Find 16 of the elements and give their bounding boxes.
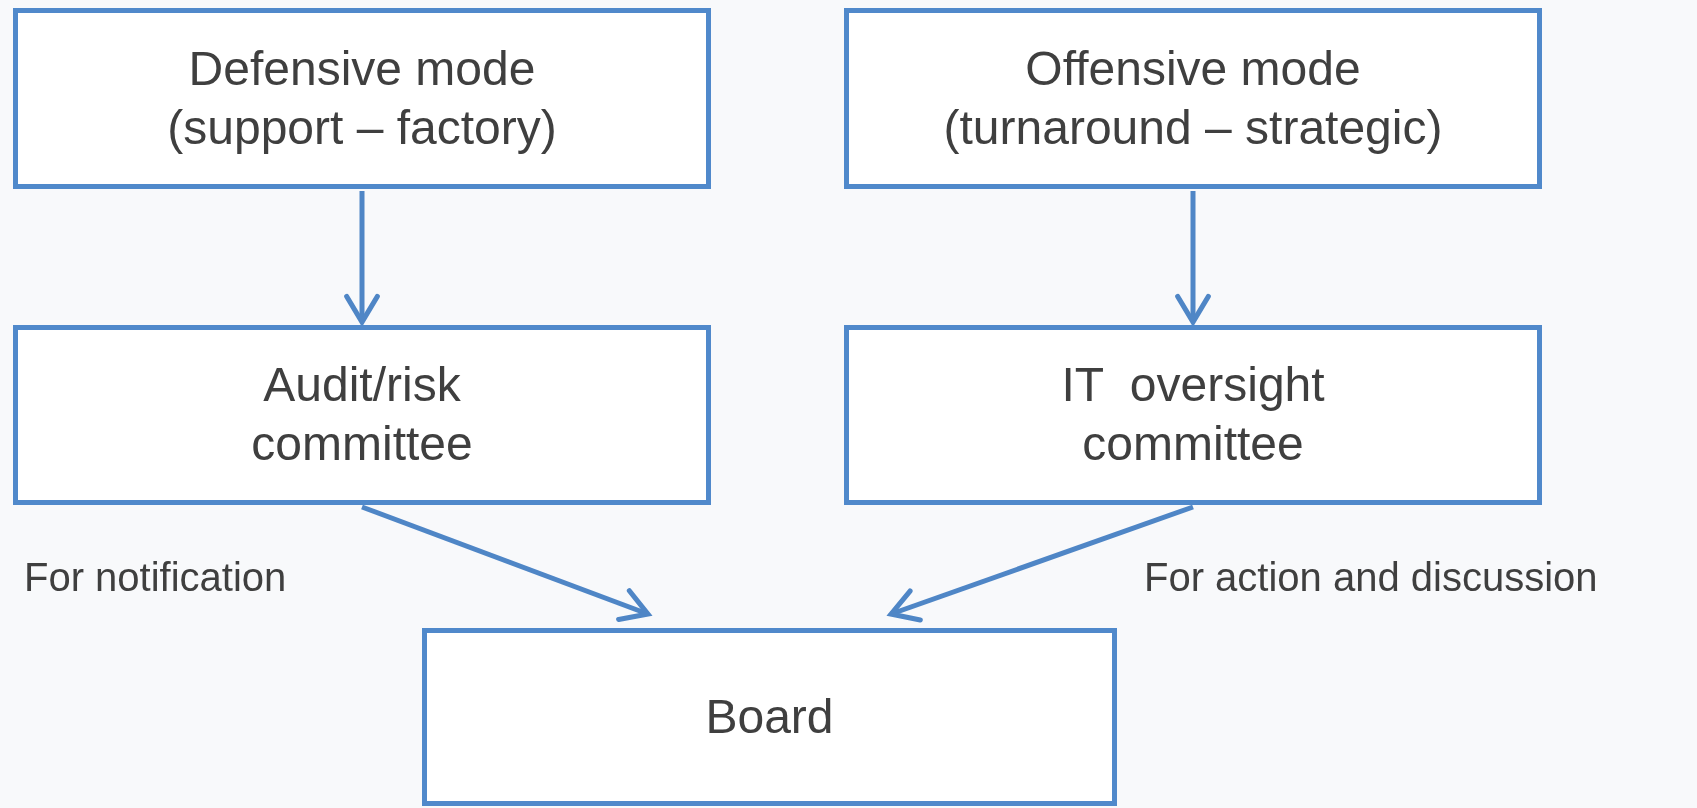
arrow [344,191,380,325]
process-box [844,325,1542,505]
process-box [13,8,711,189]
process-box [422,628,1117,806]
process-box [844,8,1542,189]
box-label: IT oversight committee [1060,357,1326,472]
box-label: Board [705,688,834,745]
edge-label: For notification [24,555,287,600]
arrow [1175,191,1211,325]
edge-label: For action and discussion [1144,555,1598,600]
box-label: Audit/risk committee [250,357,474,472]
box-label: Defensive mode (support – factory) [166,40,558,156]
arrow [888,504,1194,623]
process-box [13,325,711,505]
box-label: Offensive mode (turnaround – strategic) [942,40,1444,156]
arrow [361,504,651,622]
